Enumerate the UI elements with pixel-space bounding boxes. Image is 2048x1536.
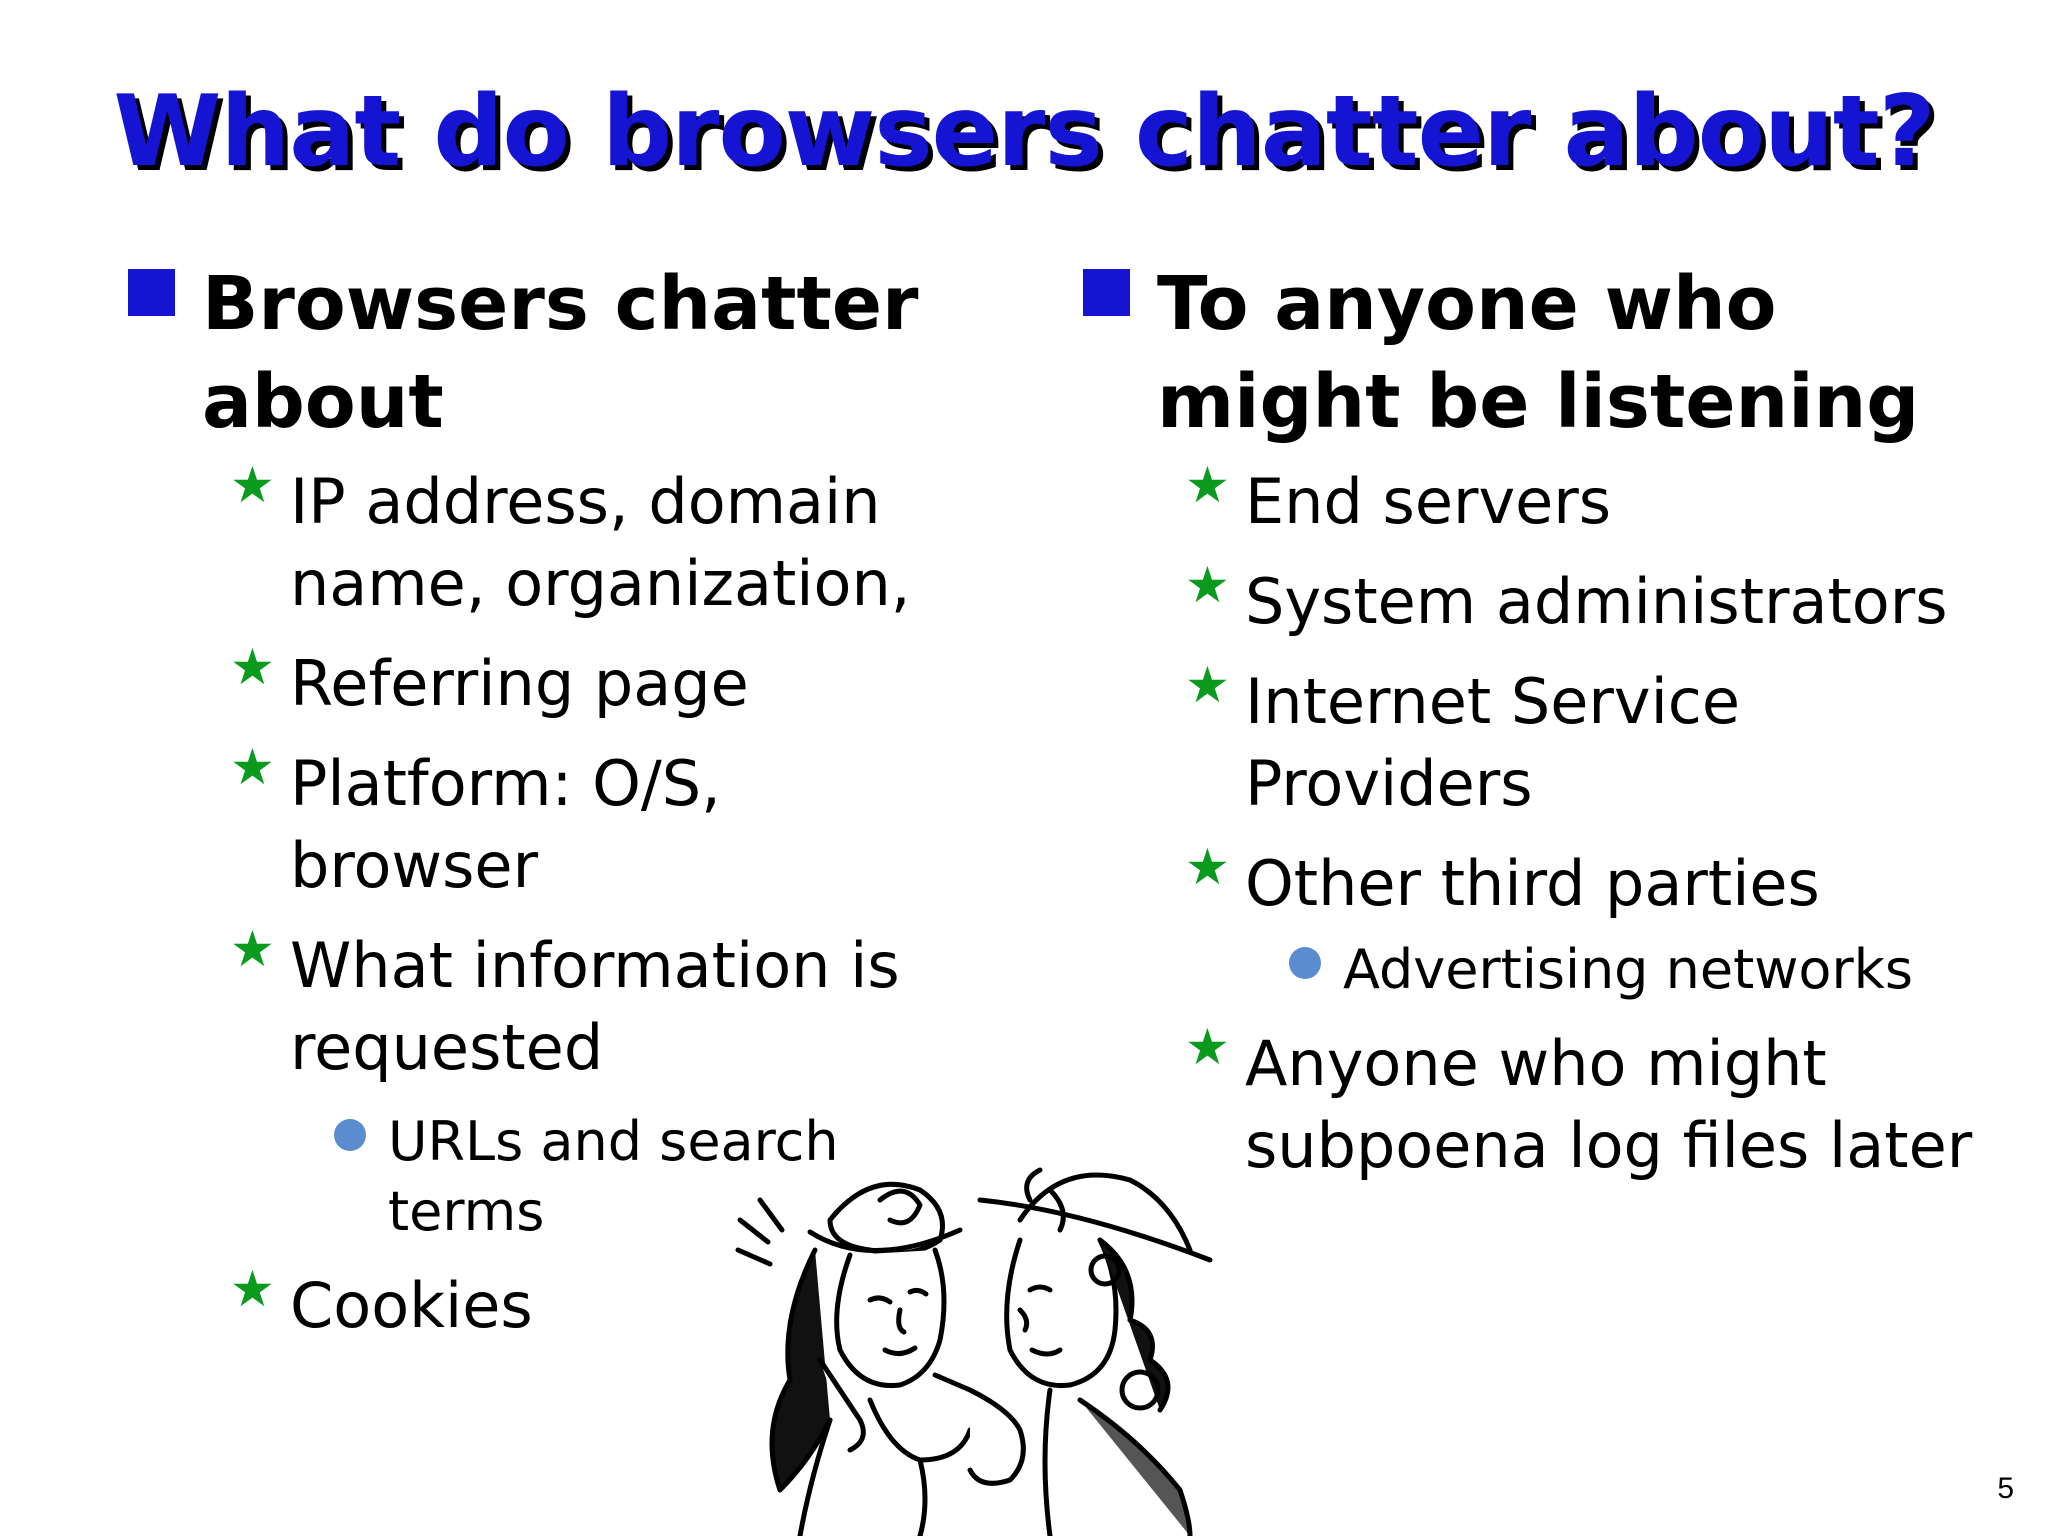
sub-list-item: URLs and search terms bbox=[334, 1107, 988, 1247]
green-star-icon: ★ bbox=[230, 638, 275, 696]
green-star-icon: ★ bbox=[230, 1260, 275, 1318]
left-column: Browsers chatter about ★ IP address, dom… bbox=[128, 255, 988, 1347]
list-item: ★ IP address, domain name, organization, bbox=[230, 456, 911, 620]
list-item: ★ System administrators bbox=[1185, 556, 1948, 638]
list-item: ★ Anyone who might subpoena log files la… bbox=[1185, 1018, 1973, 1182]
green-star-icon: ★ bbox=[1185, 656, 1230, 714]
sub-list-item: Advertising networks bbox=[1289, 935, 2013, 1005]
list-item: ★ Internet Service Providers bbox=[1185, 656, 1741, 820]
left-heading: Browsers chatter about bbox=[128, 255, 988, 451]
green-star-icon: ★ bbox=[230, 920, 275, 978]
list-item: ★ Platform: O/S, browser bbox=[230, 738, 721, 902]
right-heading: To anyone who might be listening bbox=[1083, 255, 2013, 451]
list-item: ★ Referring page bbox=[230, 638, 749, 720]
green-star-icon: ★ bbox=[1185, 456, 1230, 514]
blue-dot-icon bbox=[334, 1119, 366, 1151]
green-star-icon: ★ bbox=[1185, 1018, 1230, 1076]
green-star-icon: ★ bbox=[1185, 838, 1230, 896]
list-item: ★ What information is requested bbox=[230, 920, 900, 1084]
page-number: 5 bbox=[1997, 1472, 2014, 1505]
green-star-icon: ★ bbox=[230, 738, 275, 796]
list-item: ★ Other third parties bbox=[1185, 838, 1820, 920]
list-item: ★ End servers bbox=[1185, 456, 1612, 538]
blue-square-icon bbox=[1083, 269, 1130, 316]
green-star-icon: ★ bbox=[1185, 556, 1230, 614]
slide-title: What do browsers chatter about? bbox=[113, 75, 1935, 189]
left-heading-text: Browsers chatter about bbox=[202, 261, 919, 445]
green-star-icon: ★ bbox=[230, 456, 275, 514]
blue-square-icon bbox=[128, 269, 175, 316]
right-column: To anyone who might be listening ★ End s… bbox=[1083, 255, 2013, 1187]
blue-dot-icon bbox=[1289, 947, 1321, 979]
gossiping-women-clipart bbox=[735, 1167, 1213, 1536]
list-item: ★ Cookies bbox=[230, 1260, 533, 1342]
right-heading-text: To anyone who might be listening bbox=[1157, 261, 1920, 445]
